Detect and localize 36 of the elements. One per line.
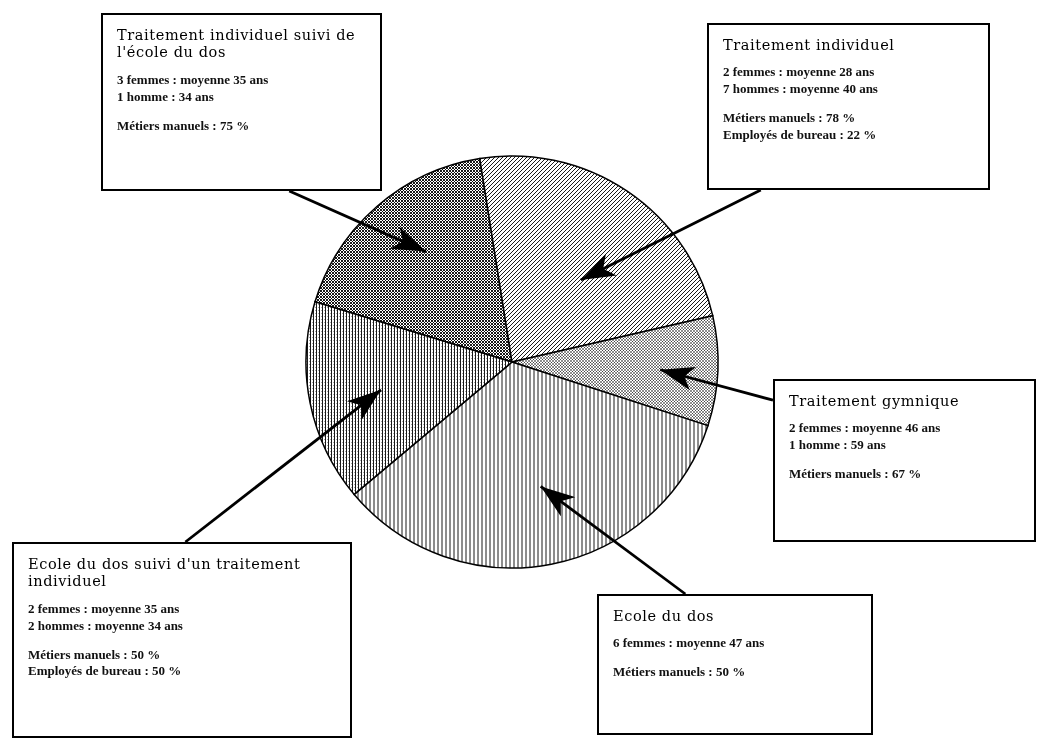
arrow: [580, 188, 762, 282]
callout-box: [101, 13, 382, 191]
stat-line: 2 femmes : moyenne 28 ans: [723, 64, 876, 82]
stat-line: 2 femmes : moyenne 35 ans: [28, 600, 181, 618]
stat-line: Employés de bureau : 22 %: [723, 127, 878, 144]
arrow: [659, 367, 774, 402]
box-heading: Traitement individuel suivi de l'école du dos: [117, 27, 357, 62]
pie-slice: [479, 155, 714, 363]
box-heading: Traitement individuel: [723, 37, 896, 55]
callout-box: [773, 379, 1036, 542]
pie-slice: [314, 157, 513, 363]
stat-line: 1 homme : 59 ans: [789, 437, 887, 455]
stat-line: Métiers manuels : 50 %: [613, 664, 747, 682]
callout-box: [12, 542, 352, 738]
arrow: [184, 388, 382, 544]
box-heading: Ecole du dos: [613, 608, 716, 626]
pie-slice: [353, 361, 709, 569]
callout-box: [597, 594, 873, 735]
box-heading: Ecole du dos suivi d'un traitement individuel: [28, 556, 302, 591]
callout-box: [707, 23, 990, 190]
stat-line: Métiers manuels : 78 %: [723, 110, 857, 128]
arrow: [288, 189, 427, 253]
stat-line: 2 hommes : moyenne 34 ans: [28, 617, 184, 635]
pie-slice: [305, 301, 513, 496]
stat-line: 3 femmes : moyenne 35 ans: [117, 71, 270, 89]
stat-line: Métiers manuels : 67 %: [789, 466, 923, 484]
pie-slice: [511, 314, 719, 427]
stat-line: Employés de bureau : 50 %: [28, 663, 183, 681]
arrow: [539, 485, 687, 596]
stat-line: 6 femmes : moyenne 47 ans: [613, 635, 766, 653]
stat-line: 7 hommes : moyenne 40 ans: [723, 81, 879, 99]
stat-line: 1 homme : 34 ans: [117, 88, 215, 106]
stat-line: Métiers manuels : 50 %: [28, 646, 162, 664]
box-heading: Traitement gymnique: [789, 393, 961, 411]
stat-line: 2 femmes : moyenne 46 ans: [789, 420, 942, 438]
stat-line: Métiers manuels : 75 %: [117, 117, 251, 135]
